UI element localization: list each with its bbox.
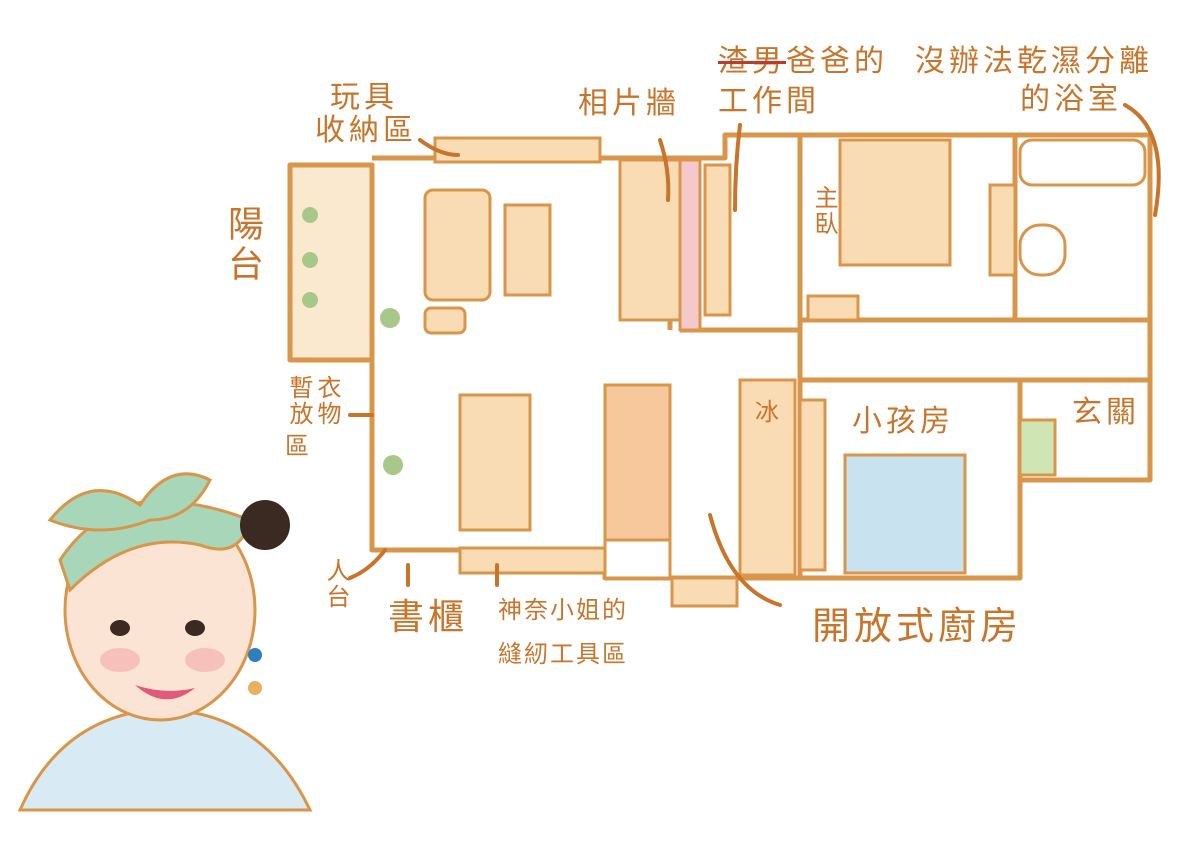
cabinet [988,183,1017,277]
sofa [423,188,492,302]
label-clothes-area-1: 衣物 [313,375,341,427]
furniture [423,136,1147,608]
label-workroom-2: 工作間 [718,84,820,119]
kitchen-counter [603,383,672,552]
desk [703,163,732,317]
sewing-shelf [458,546,607,575]
label-master-bedroom: 主臥 [810,185,838,237]
kitchen-shelf [670,576,739,608]
label-dress-form: 人台 [322,558,350,610]
label-sewing-1: 神奈小姐的 [498,596,628,624]
label-open-kitchen: 開放式廚房 [812,604,1023,648]
label-workroom: 渣男爸爸的 [718,44,888,80]
struck-text: 渣男 [718,44,786,79]
bathtub [1018,138,1147,187]
label-bathroom-2: 的浴室 [1020,82,1122,117]
coffee-table [503,203,552,297]
label-photo-wall: 相片牆 [578,86,680,121]
label-toy-storage-2: 收納區 [315,113,417,148]
toilet [1018,223,1067,277]
label-entrance: 玄關 [1072,395,1140,430]
kids-bed [843,453,967,575]
label-fridge: 冰 [755,398,781,426]
fridge-column [738,378,797,577]
label-bookshelf: 書櫃 [388,597,469,638]
nightstand [806,294,860,322]
toy-shelf [433,136,602,164]
plants [302,207,403,475]
kids-wardrobe [798,398,827,572]
bed [838,138,952,267]
portrait [17,472,313,812]
label-clothes-area-2: 暫放 [285,375,313,427]
checker-floor [603,538,672,580]
balcony-area [287,162,375,363]
label-toy-storage-1: 玩具 [330,80,398,115]
label-balcony: 陽台 [222,205,263,285]
label-bathroom-1: 沒辦法乾濕分離 [915,44,1153,79]
dining-table [458,393,532,532]
label-sewing-2: 縫紉工具區 [498,640,628,668]
label-kids-room: 小孩房 [852,404,954,439]
photo-wall [678,158,702,332]
photo-wall-cabinet [618,158,682,322]
ottoman [423,306,467,335]
arrows [348,103,1161,607]
label-clothes-area-3: 區 [285,432,311,460]
workroom-text: 爸爸的 [786,44,888,79]
plant [1018,418,1057,477]
